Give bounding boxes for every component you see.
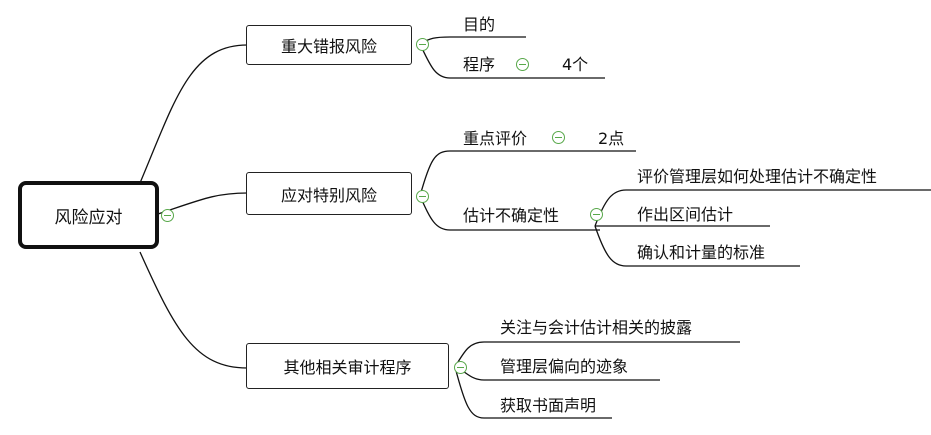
connector-b2c2-g3 — [594, 225, 800, 267]
leaf-label[interactable]: 程序 — [463, 55, 496, 74]
leaf-label[interactable]: 重点评价 — [463, 129, 528, 148]
connector-b3-c3 — [454, 366, 612, 419]
leaf-label[interactable]: 作出区间估计 — [637, 205, 734, 224]
connector-root-branch-3 — [139, 251, 248, 369]
leaf-label[interactable]: 评价管理层如何处理估计不确定性 — [637, 167, 878, 186]
root-node[interactable]: 风险应对 — [18, 181, 159, 249]
connector-b2-c1 — [419, 150, 636, 197]
leaf-label[interactable]: 目的 — [463, 15, 496, 34]
collapse-minus-icon[interactable] — [416, 190, 429, 203]
leaf-label[interactable]: 确认和计量的标准 — [637, 243, 766, 262]
leaf-label[interactable]: 管理层偏向的迹象 — [500, 357, 629, 376]
leaf-label[interactable]: 关注与会计估计相关的披露 — [500, 318, 693, 337]
connector-b1-c1 — [419, 36, 526, 45]
leaf-label[interactable]: 获取书面声明 — [500, 396, 597, 415]
leaf-note: 4个 — [562, 55, 589, 74]
collapse-minus-icon[interactable] — [161, 209, 174, 222]
connector-root-branch-1 — [139, 44, 248, 184]
leaf-label[interactable]: 估计不确定性 — [463, 206, 560, 225]
collapse-minus-icon[interactable] — [590, 208, 603, 221]
collapse-minus-icon[interactable] — [416, 38, 429, 51]
branch-node[interactable]: 其他相关审计程序 — [246, 343, 449, 389]
branch-node[interactable]: 重大错报风险 — [246, 25, 412, 65]
root-label: 风险应对 — [54, 207, 123, 228]
branch-label: 应对特别风险 — [280, 185, 377, 205]
collapse-minus-icon[interactable] — [552, 131, 565, 144]
collapse-minus-icon[interactable] — [454, 361, 467, 374]
branch-node[interactable]: 应对特别风险 — [246, 172, 412, 215]
branch-label: 其他相关审计程序 — [283, 358, 412, 377]
branch-label: 重大错报风险 — [280, 37, 377, 56]
collapse-minus-icon[interactable] — [516, 58, 529, 71]
leaf-note: 2点 — [598, 129, 625, 148]
